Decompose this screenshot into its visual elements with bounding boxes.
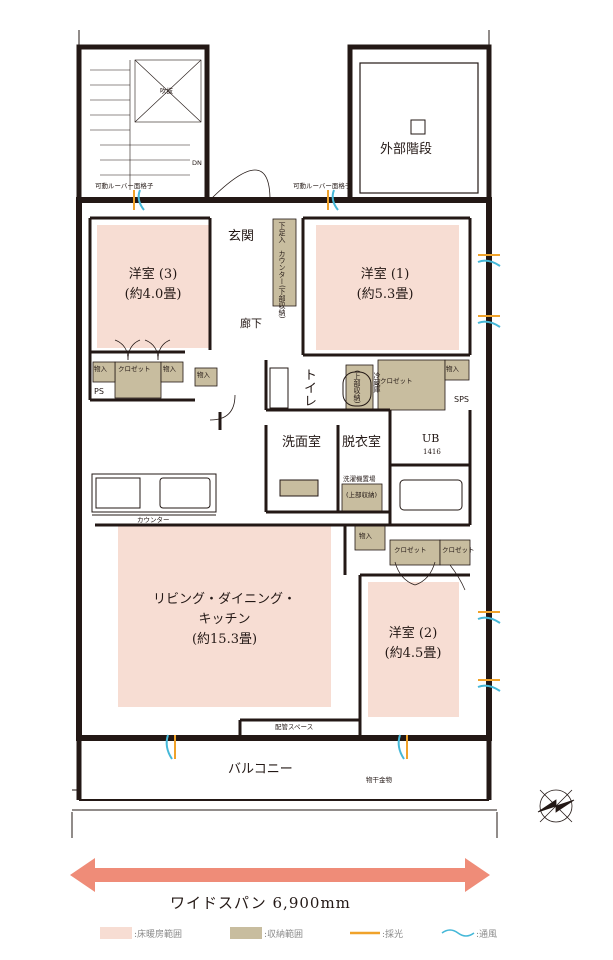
dn-label: DN [192, 159, 202, 167]
ps-label: PS [94, 387, 104, 396]
shoes-storage-label: 下足入 [278, 222, 286, 243]
light-wind-markers [133, 189, 501, 760]
storage-areas [92, 218, 471, 566]
washroom-label: 洗面室 [282, 435, 322, 450]
floor-heating-areas [97, 225, 459, 717]
storage-label-1: 物入 [94, 365, 107, 373]
laundry-label: 洗濯機置場 [343, 475, 376, 483]
counter-vertical-label: カウンター(下部収納) [278, 250, 286, 319]
reizouko-label: 冷蔵庫 [373, 372, 381, 393]
void-label: 吹抜 [160, 87, 173, 95]
legend-storage-label: :収納範囲 [264, 929, 304, 940]
closet-label-left: クロゼット [118, 365, 151, 373]
toilet-label: トイレ [300, 368, 316, 407]
balcony-label: バルコニー [228, 762, 293, 777]
closet-label-right: クロゼット [380, 377, 413, 385]
sps-label: SPS [454, 395, 469, 404]
storage-label-3: 物入 [197, 371, 210, 379]
legend-wind-label: :通風 [476, 929, 498, 940]
legend-wind-icon [441, 929, 475, 937]
western-room-3-size: (約4.0畳) [124, 287, 182, 302]
ldk-size: (約15.3畳) [191, 632, 258, 647]
unit-bath-label: UB [422, 432, 440, 445]
laundry-sub-label: (上部収納) [346, 491, 378, 499]
storage-label-5: 物入 [359, 532, 372, 540]
piping-space-label: 配管スペース [275, 723, 314, 731]
toilet-storage-label: (上部収納) [353, 370, 361, 404]
counter-label: カウンター [137, 516, 170, 524]
western-room-3-name: 洋室 (3) [128, 267, 178, 282]
western-room-2-size: (約4.5畳) [384, 646, 442, 661]
compass-icon [537, 789, 575, 823]
western-room-2-name: 洋室 (2) [388, 626, 438, 641]
louver-left-label: 可動ルーバー面格子 [95, 182, 154, 190]
hallway-label: 廊下 [240, 317, 262, 330]
closet-small-label: クロゼット [442, 546, 475, 554]
external-stairs-label: 外部階段 [380, 142, 433, 157]
closet-label-bedroom2: クロゼット [394, 546, 427, 554]
western-room-1-size: (約5.3畳) [356, 287, 414, 302]
western-room-1-name: 洋室 (1) [360, 267, 410, 282]
wide-span-label: ワイドスパン 6,900mm [170, 894, 351, 912]
storage-label-2: 物入 [163, 365, 176, 373]
legend-storage-swatch [230, 927, 262, 939]
storage-label-4: 物入 [446, 365, 459, 373]
walls [71, 30, 498, 838]
legend-floor-label: :床暖房範囲 [134, 929, 183, 940]
entrance-label: 玄関 [228, 229, 255, 244]
span-arrow [70, 858, 490, 892]
unit-bath-size: 1416 [423, 448, 441, 456]
ldk-name-line2: キッチン [198, 612, 251, 627]
clothes-pole-label: 物干金物 [366, 776, 392, 784]
ldk-name-line1: リビング・ダイニング・ [152, 592, 296, 607]
legend-floor-swatch [100, 927, 132, 939]
dressing-room-label: 脱衣室 [342, 435, 382, 450]
louver-right-label: 可動ルーバー面格子 [293, 182, 352, 190]
legend-light-label: :採光 [382, 929, 404, 940]
